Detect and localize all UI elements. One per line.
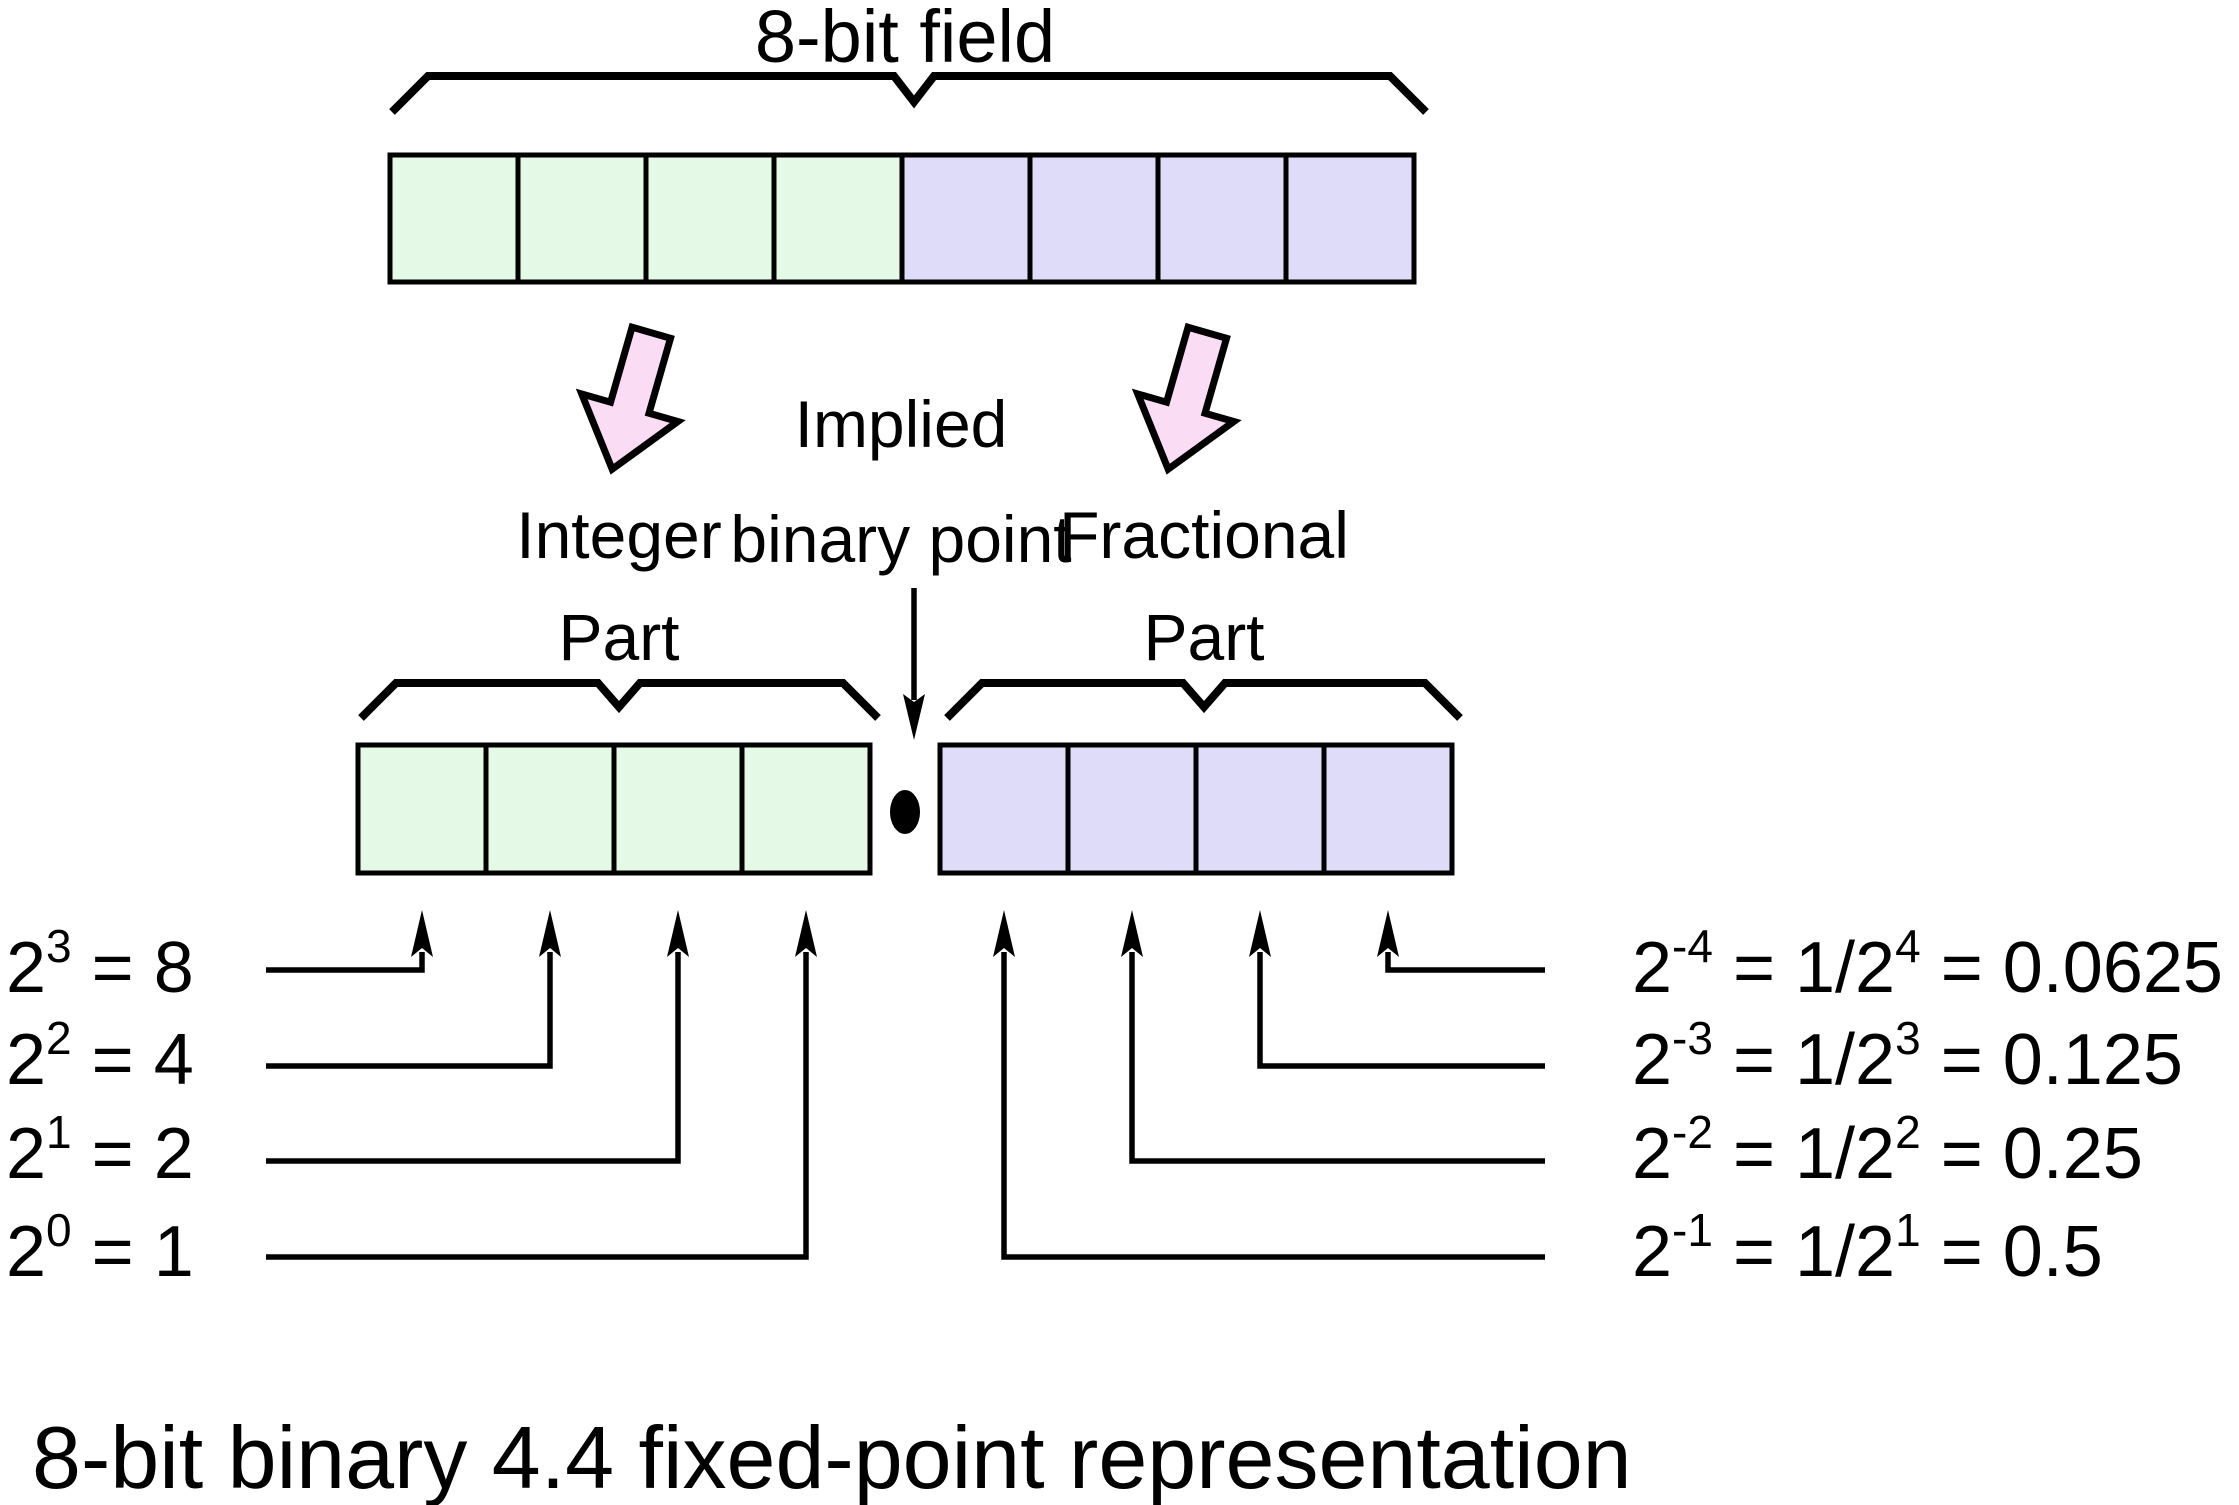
fraction-bit-cell <box>937 742 1071 876</box>
fractional-part-label-line2: Part <box>1143 600 1264 674</box>
connector-line <box>266 952 809 1260</box>
binary-point-dot <box>890 790 920 834</box>
fraction-bit-cell <box>1283 152 1417 285</box>
connector-line <box>266 952 681 1164</box>
integer-bit-cell <box>387 152 521 285</box>
up-arrowhead-icon <box>1249 910 1271 957</box>
split-arrow-right-icon <box>1131 322 1242 475</box>
integer-part-label-line2: Part <box>558 600 679 674</box>
integer-bit-cell <box>483 742 617 876</box>
implied-point-arrowhead-icon <box>903 694 925 740</box>
fraction-bit-row <box>937 742 1455 876</box>
weight-label-2pow3: 23 = 8 <box>6 920 194 1008</box>
up-arrowhead-icon <box>1377 910 1399 957</box>
up-arrowhead-icon <box>411 910 433 957</box>
diagram-caption: 8-bit binary 4.4 fixed-point representat… <box>32 1408 1632 1505</box>
split-arrow-left-icon <box>575 322 686 475</box>
integer-part-label-line1: Integer <box>516 498 721 572</box>
weight-label-2pow2: 22 = 4 <box>6 1012 194 1100</box>
field-title: 8-bit field <box>755 0 1055 78</box>
top-brace <box>389 72 1429 115</box>
integer-bit-cell <box>515 152 649 285</box>
fraction-bit-cell <box>1065 742 1199 876</box>
up-arrowhead-icon <box>1121 910 1143 957</box>
fraction-bit-cell <box>1027 152 1161 285</box>
integer-bit-cell <box>355 742 489 876</box>
weight-label-2pow0: 20 = 1 <box>6 1204 194 1292</box>
connector-line <box>266 952 425 973</box>
up-arrowhead-icon <box>993 910 1015 957</box>
fractional-part-label-line1: Fractional <box>1059 498 1349 572</box>
integer-weight-labels: 23 = 8 22 = 4 21 = 2 20 = 1 <box>6 920 194 1292</box>
fractional-brace <box>944 679 1463 721</box>
fraction-bit-cell <box>1321 742 1455 876</box>
connector-line <box>1129 952 1545 1164</box>
weight-label-2pow1: 21 = 2 <box>6 1106 194 1194</box>
up-arrowhead-icon <box>667 910 689 957</box>
implied-point-label-line2: binary point <box>730 502 1071 576</box>
integer-bit-cell <box>643 152 777 285</box>
top-bit-row <box>387 152 1417 285</box>
integer-bit-cell <box>611 742 745 876</box>
implied-point-label-line1: Implied <box>795 387 1008 461</box>
weight-label-2pow-2: 2-2 = 1/22 = 0.25 <box>1632 1106 2143 1194</box>
integer-bit-cell <box>739 742 873 876</box>
connector-line <box>266 952 553 1069</box>
fraction-weight-labels: 2-4 = 1/24 = 0.0625 2-3 = 1/23 = 0.125 2… <box>1632 920 2223 1292</box>
weight-label-2pow-4: 2-4 = 1/24 = 0.0625 <box>1632 920 2223 1008</box>
connector-line <box>1385 952 1545 973</box>
connector-line <box>1001 952 1545 1260</box>
fraction-bit-cell <box>1155 152 1289 285</box>
up-arrowhead-icon <box>539 910 561 957</box>
integer-bit-row <box>355 742 873 876</box>
integer-brace <box>358 679 881 721</box>
up-arrowhead-icon <box>795 910 817 957</box>
fraction-bit-cell <box>899 152 1033 285</box>
integer-bit-cell <box>771 152 905 285</box>
weight-label-2pow-1: 2-1 = 1/21 = 0.5 <box>1632 1204 2103 1292</box>
fraction-weight-connectors <box>993 910 1545 1260</box>
integer-weight-connectors <box>266 910 817 1260</box>
connector-line <box>1257 952 1545 1069</box>
fraction-bit-cell <box>1193 742 1327 876</box>
weight-label-2pow-3: 2-3 = 1/23 = 0.125 <box>1632 1012 2183 1100</box>
